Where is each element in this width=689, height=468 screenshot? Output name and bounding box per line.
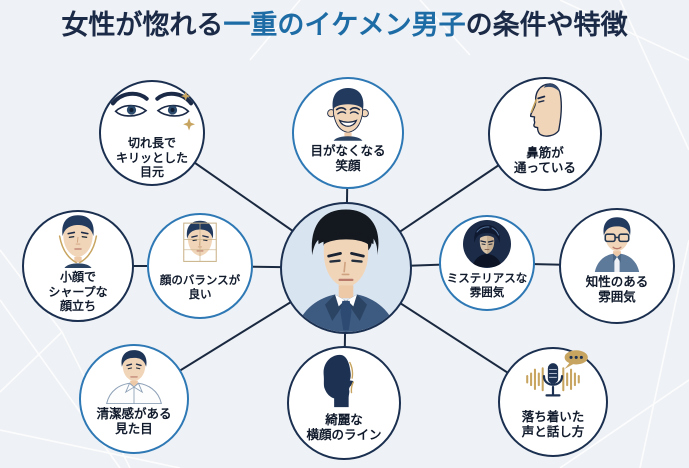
balanced-face-grid-icon	[171, 215, 229, 271]
node-mysterious-label: ミステリアスな 雰囲気	[446, 271, 528, 300]
node-small-face-label: 小顔で シャープな 顔立ち	[48, 270, 108, 314]
node-eye-smile: 目がなくなる 笑顔	[292, 77, 404, 189]
node-intelligent-label: 知性のある 雰囲気	[585, 274, 649, 305]
node-nose-bridge: 鼻筋が 通っている	[488, 77, 602, 191]
profile-silhouette-icon	[315, 348, 373, 410]
handsome-man-portrait-icon	[282, 204, 410, 332]
node-clean-look-label: 清潔感がある 見た目	[96, 406, 172, 437]
node-small-face: 小顔で シャープな 顔立ち	[22, 210, 134, 322]
smiling-face-icon	[318, 79, 378, 141]
node-profile-line-label: 綺麗な 横顔のライン	[306, 412, 382, 443]
node-sharp-eyes: 切れ長で キリッとした 目元	[99, 80, 205, 186]
title-part-dark2: の条件や特徴	[465, 10, 628, 41]
glasses-man-icon	[584, 210, 650, 272]
node-sharp-eyes-label: 切れ長で キリッとした 目元	[115, 136, 188, 180]
center-node-ikemen	[280, 202, 412, 334]
title-part-accent: 一重のイケメン男子	[223, 10, 466, 41]
page-title: 女性が惚れる一重のイケメン男子の条件や特徴	[0, 10, 689, 42]
nose-profile-icon	[514, 79, 576, 143]
node-face-balance-label: 顔のバランスが 良い	[159, 273, 241, 302]
node-mysterious: ミステリアスな 雰囲気	[439, 215, 535, 311]
node-face-balance: 顔のバランスが 良い	[147, 213, 253, 319]
microphone-speech-icon	[513, 349, 593, 407]
node-intelligent: 知性のある 雰囲気	[559, 208, 675, 324]
node-profile-line: 綺麗な 横顔のライン	[287, 346, 401, 460]
node-nose-bridge-label: 鼻筋が 通っている	[514, 145, 576, 176]
mysterious-man-icon	[462, 217, 512, 269]
node-calm-voice-label: 落ち着いた 声と話し方	[521, 409, 585, 440]
title-part-dark1: 女性が惚れる	[61, 10, 224, 41]
node-clean-look: 清潔感がある 見た目	[79, 344, 189, 454]
node-eye-smile-label: 目がなくなる 笑顔	[310, 143, 386, 174]
small-sharp-face-icon	[47, 212, 109, 268]
node-calm-voice: 落ち着いた 声と話し方	[498, 347, 608, 457]
white-shirt-man-icon	[99, 346, 169, 404]
sharp-eyes-icon	[109, 82, 195, 134]
